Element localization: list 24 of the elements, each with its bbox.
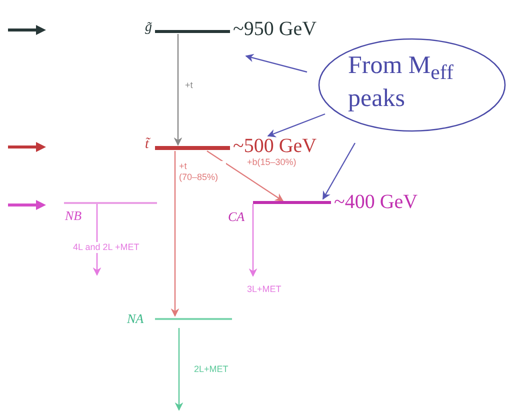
arrow	[206, 150, 284, 202]
mass-label: ~500 GeV	[233, 136, 317, 156]
arrow	[174, 34, 182, 146]
edge-label: +t (70–85%)	[178, 161, 226, 183]
arrow	[248, 204, 258, 277]
arrow	[267, 113, 326, 138]
particle-label: CA	[228, 210, 245, 223]
callout-ellipse	[318, 38, 506, 132]
edge-label: 4L and 2L +MET	[72, 242, 140, 253]
arrow	[170, 151, 180, 317]
arrow	[245, 54, 308, 73]
edge-label: +t	[184, 80, 194, 91]
edge-label: 2L+MET	[193, 364, 230, 375]
edge-label: 3L+MET	[246, 284, 282, 295]
edge-label: +b(15–30%)	[246, 157, 298, 168]
particle-label: NB	[65, 209, 82, 222]
particle-symbol: g̃	[145, 21, 152, 35]
arrow	[174, 328, 184, 411]
particle-symbol: t̃	[145, 138, 149, 152]
mass-label: ~950 GeV	[233, 19, 317, 39]
arrow	[322, 142, 356, 200]
particle-label: NA	[127, 312, 144, 325]
callout-text: From M$_{eff}$ peaks	[348, 52, 454, 114]
mass-label: ~400 GeV	[334, 192, 418, 212]
